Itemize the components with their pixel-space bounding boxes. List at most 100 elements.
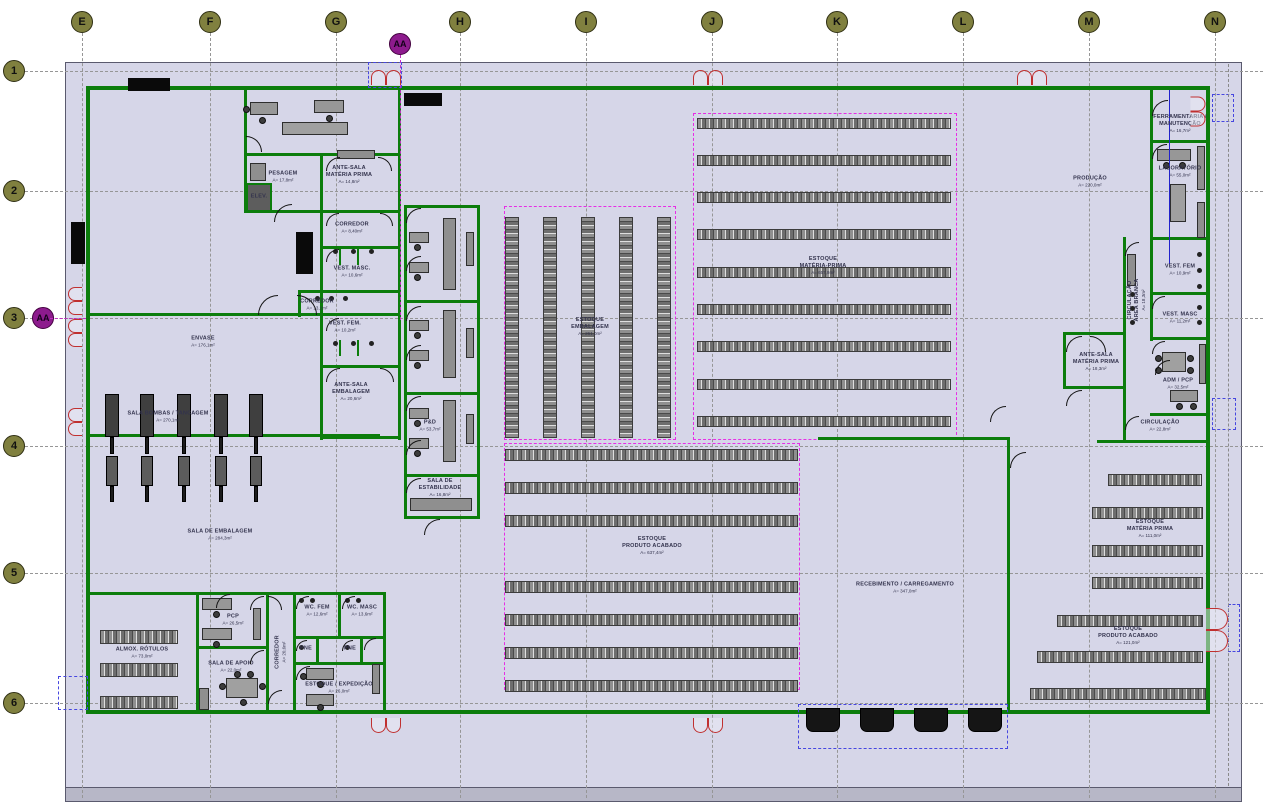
room-name: SALA DE APOIO xyxy=(208,660,254,667)
door-swing-arc xyxy=(326,213,339,226)
fixture xyxy=(1197,268,1202,273)
wall-segment xyxy=(88,86,1208,90)
filling-machine-part xyxy=(110,486,114,502)
room-name: SALA DE ESTABILIDADE xyxy=(418,478,462,492)
grid-bubble-column: E xyxy=(71,11,93,33)
desk xyxy=(202,628,232,640)
pallet-rack xyxy=(697,267,951,278)
wall-segment xyxy=(293,592,296,712)
room-area: A= 55,0m² xyxy=(1169,172,1191,178)
fixture xyxy=(1130,292,1135,297)
cabinet xyxy=(466,414,474,444)
storage-zone-boundary xyxy=(504,206,676,440)
dashed-opening xyxy=(798,704,1008,749)
wall-segment xyxy=(1097,440,1208,443)
wall-segment xyxy=(477,205,480,519)
room-area: A= 26,0m² xyxy=(328,688,350,694)
wall-segment xyxy=(88,434,380,437)
room-area: A= 121,0m² xyxy=(1116,639,1140,645)
fixture xyxy=(1197,252,1202,257)
pallet-rack xyxy=(505,515,798,527)
filling-machine-part xyxy=(141,456,153,486)
pallet-rack xyxy=(697,155,951,166)
chair xyxy=(1179,162,1186,169)
room-name: CIRCULAÇÃO ÁREA BRANCA xyxy=(1127,278,1141,322)
door-leaf xyxy=(1017,69,1032,85)
dock-leveler xyxy=(806,708,840,732)
door-swing-arc xyxy=(326,157,340,171)
grid-line-column xyxy=(210,33,211,798)
cabinet xyxy=(443,400,456,462)
wall-segment xyxy=(1150,237,1208,240)
room-area: A= 657,9m² xyxy=(811,269,835,275)
room-name: CIRCULAÇÃO xyxy=(1140,419,1180,426)
room-name: PESAGEM xyxy=(268,170,298,177)
wall-segment xyxy=(339,247,341,265)
room-area: A= 16,8m² xyxy=(429,491,451,497)
door-swing-arc xyxy=(1155,360,1170,375)
grid-bubble-column: F xyxy=(199,11,221,33)
cabinet xyxy=(443,218,456,290)
cabinet xyxy=(372,664,380,694)
room-name: ENVASE xyxy=(191,335,215,342)
grid-line-column xyxy=(837,33,838,798)
fixture xyxy=(369,249,374,254)
door-leaf xyxy=(68,422,82,436)
grid-bubble-column: J xyxy=(701,11,723,33)
door-swing-arc xyxy=(406,345,421,360)
dock-leveler xyxy=(968,708,1002,732)
cabinet xyxy=(199,688,209,710)
filling-machine-part xyxy=(254,437,258,454)
room-name: VEST. FEM xyxy=(1164,263,1196,270)
room-area: A= 18,3m² xyxy=(1085,365,1107,371)
room-label: VEST. MASC.A= 10,6m² xyxy=(334,266,371,279)
pallet-rack xyxy=(1092,577,1203,589)
exterior-double-door xyxy=(371,69,401,85)
door-swing-arc xyxy=(296,640,307,651)
chair xyxy=(1176,403,1183,410)
chair xyxy=(317,681,324,688)
door-swing-arc xyxy=(406,396,421,411)
desk xyxy=(409,320,429,331)
section-line xyxy=(1169,90,1170,264)
chair xyxy=(1190,403,1197,410)
cabinet xyxy=(1197,146,1205,190)
pallet-rack xyxy=(1057,615,1203,627)
wall-segment xyxy=(1150,140,1208,143)
door-swing-arc xyxy=(406,306,421,321)
grid-line-column xyxy=(1089,33,1090,798)
chair xyxy=(326,115,333,122)
grid-line-column xyxy=(82,33,83,798)
wall-segment xyxy=(404,205,407,519)
equipment-block xyxy=(128,78,170,91)
chair xyxy=(414,362,421,369)
wall-segment xyxy=(1150,413,1208,416)
chair xyxy=(234,671,241,678)
grid-bubble-column: H xyxy=(449,11,471,33)
meeting-table xyxy=(226,678,258,698)
room-name: CORREDOR xyxy=(335,221,369,228)
room-area: A= 220,0m² xyxy=(1078,182,1102,188)
door-leaf xyxy=(708,69,723,85)
pallet-rack xyxy=(100,663,178,677)
wall-segment xyxy=(88,710,1208,714)
room-area: A= 10,2m² xyxy=(334,327,356,333)
wall-segment xyxy=(357,340,359,356)
fixture xyxy=(1197,305,1202,310)
wall-segment xyxy=(1150,337,1208,340)
room-name: ANTE-SALA MATÉRIA PRIMA xyxy=(325,165,373,179)
room-name: ESTOQUE EMBALAGEM xyxy=(571,317,609,331)
wall-segment xyxy=(818,437,1010,440)
chair xyxy=(247,671,254,678)
wall-segment xyxy=(244,90,247,213)
room-name: ESTOQUE / EXPEDIÇÃO xyxy=(305,681,373,688)
fixture xyxy=(1197,320,1202,325)
dock-leveler xyxy=(914,708,948,732)
wall-segment xyxy=(1063,332,1125,335)
